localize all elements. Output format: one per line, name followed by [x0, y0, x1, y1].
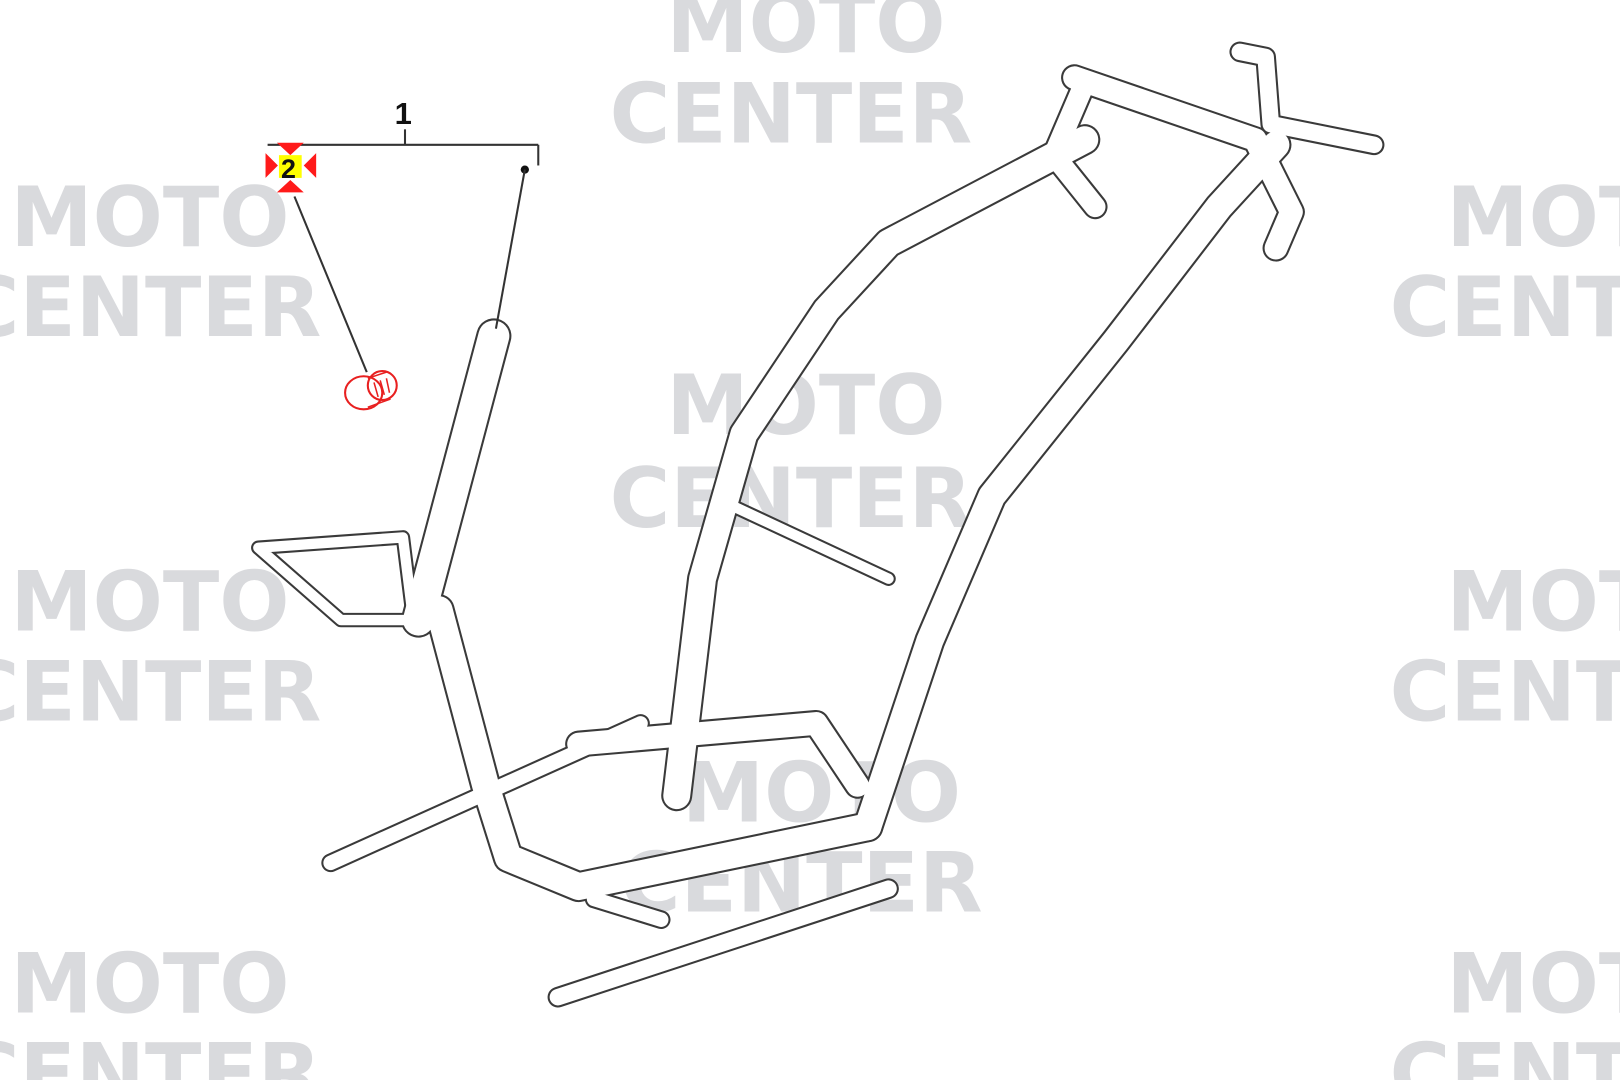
- leader-line: [293, 196, 368, 373]
- svg-text:CENTER: CENTER: [0, 260, 321, 356]
- frame-tube: [253, 532, 419, 626]
- frame-tube: [1231, 43, 1383, 154]
- svg-text:CENTER: CENTER: [1390, 1027, 1620, 1080]
- svg-text:MOTO: MOTO: [1446, 554, 1620, 650]
- frame-tube: [854, 131, 1290, 841]
- svg-text:MOTO: MOTO: [666, 358, 945, 454]
- frame-tube: [549, 880, 897, 1006]
- svg-text:CENTER: CENTER: [0, 1027, 321, 1080]
- svg-text:MOTO: MOTO: [1446, 170, 1620, 266]
- highlight-box: [278, 155, 302, 178]
- svg-text:CENTER: CENTER: [1390, 644, 1620, 740]
- svg-text:CENTER: CENTER: [1390, 260, 1620, 356]
- leader-line: [494, 169, 526, 329]
- svg-text:CENTER: CENTER: [610, 67, 973, 163]
- highlight-arrow-icon: [303, 153, 317, 178]
- frame-tube: [728, 501, 894, 584]
- frame-tube: [402, 320, 510, 636]
- highlighted-bushing[interactable]: [344, 370, 398, 411]
- frame-tube-fill: [253, 43, 1383, 1006]
- part-callout-2[interactable]: 2: [265, 142, 368, 373]
- assembly-callout: 1: [267, 96, 540, 329]
- frame-tube: [425, 596, 882, 901]
- label-assembly-1[interactable]: 1: [395, 96, 412, 131]
- svg-text:MOTO: MOTO: [666, 0, 945, 72]
- svg-text:MOTO: MOTO: [10, 554, 289, 650]
- frame-tube: [1063, 66, 1303, 260]
- highlight-arrow-icon: [276, 179, 304, 193]
- label-part-2: 2: [281, 154, 296, 184]
- frame-tube: [567, 712, 869, 797]
- svg-text:MOTO: MOTO: [10, 170, 289, 266]
- frame-tube: [1043, 72, 1106, 218]
- highlight-arrow-icon: [276, 142, 304, 156]
- frame-tube: [663, 126, 1099, 810]
- svg-text:CENTER: CENTER: [0, 644, 321, 740]
- svg-text:MOTO: MOTO: [10, 937, 289, 1033]
- scooter-frame: [251, 41, 1385, 1008]
- frame-tube: [586, 891, 669, 927]
- svg-text:MOTO: MOTO: [1446, 937, 1620, 1033]
- highlight-arrow-icon: [265, 153, 278, 178]
